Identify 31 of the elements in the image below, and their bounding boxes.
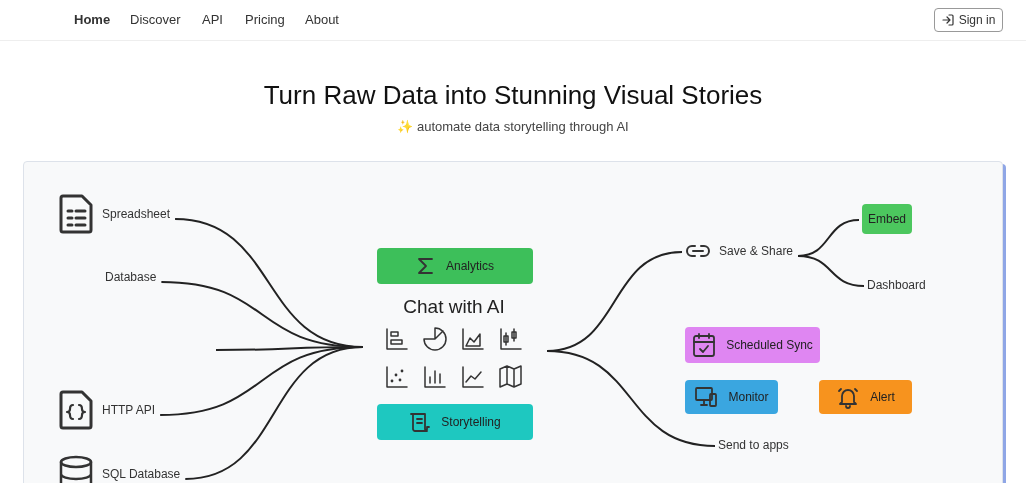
source-label: HTTP API	[102, 403, 156, 417]
nav-link: Discover	[130, 12, 181, 27]
sign-in-button: Sign in	[934, 8, 1003, 32]
monitor-card	[685, 380, 778, 414]
card-label: Alert	[870, 390, 895, 404]
nav-link: Home	[74, 12, 111, 27]
action-label: Send to apps	[718, 438, 789, 452]
source-label: SQL Database	[102, 467, 181, 481]
card-label: Scheduled Sync	[726, 338, 813, 352]
nav-link: API	[202, 12, 223, 27]
card-label: Monitor	[728, 390, 769, 404]
connector-line	[797, 255, 865, 287]
sync-card	[685, 327, 820, 363]
source-label: Database	[105, 270, 157, 284]
hub-title: Chat with AI	[403, 296, 505, 318]
connector-line	[184, 346, 364, 480]
card-label: Embed	[868, 212, 906, 226]
action-label: Dashboard	[867, 278, 926, 292]
subtitle: ✨ automate data storytelling through AI	[396, 119, 630, 134]
card-label: Analytics	[446, 259, 494, 273]
nav-link: Pricing	[245, 12, 285, 27]
nav-link: About	[305, 12, 339, 27]
alert-card	[819, 380, 912, 414]
card-label: Storytelling	[441, 415, 501, 429]
action-label: Save & Share	[719, 244, 794, 258]
connector-line	[546, 350, 716, 447]
storytelling-card	[377, 404, 533, 440]
embed-card	[862, 204, 912, 234]
source-label: Spreadsheet	[102, 207, 171, 221]
page-heading: Turn Raw Data into Stunning Visual Stories	[262, 80, 764, 111]
analytics-card	[377, 248, 533, 284]
